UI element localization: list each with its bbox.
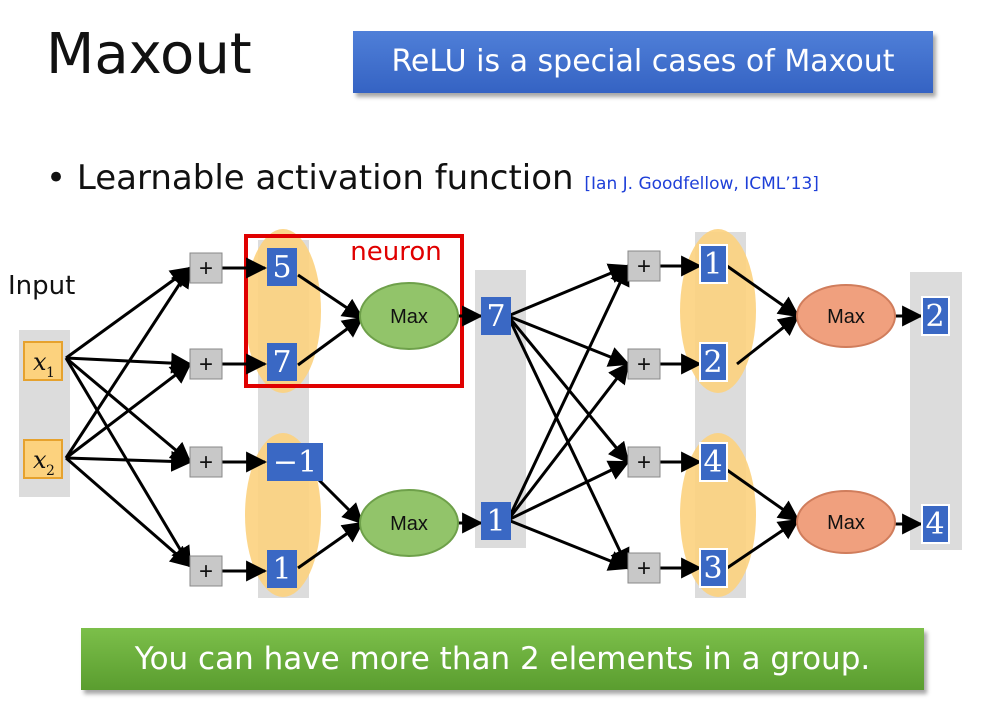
layer1-value-1: 5 xyxy=(267,248,297,286)
svg-text:Max: Max xyxy=(390,513,428,535)
value-to-max-arrows-2 xyxy=(726,264,924,570)
neuron-frame xyxy=(244,234,464,388)
svg-text:7: 7 xyxy=(272,345,291,380)
svg-text:+: + xyxy=(637,555,651,582)
max-node-3: Max xyxy=(796,284,896,348)
layer2-output-2: 4 xyxy=(921,504,950,544)
layer2-value-3: 4 xyxy=(699,442,728,482)
svg-text:+: + xyxy=(637,449,651,476)
svg-text:+: + xyxy=(199,255,213,282)
layer2-value-1: 1 xyxy=(699,244,728,284)
svg-text:Max: Max xyxy=(390,306,428,328)
svg-text:4: 4 xyxy=(925,507,944,542)
max-node-2: Max xyxy=(359,489,459,557)
svg-text:5: 5 xyxy=(272,250,291,285)
svg-text:+: + xyxy=(637,253,651,280)
svg-text:Max: Max xyxy=(827,306,865,328)
svg-text:x: x xyxy=(33,348,47,376)
input-x1: x 1 xyxy=(23,341,63,381)
sum-to-value-arrows-1 xyxy=(222,257,268,582)
bullet-dot: • xyxy=(46,158,77,198)
citation: [Ian J. Goodfellow, ICML’13] xyxy=(584,174,819,194)
layer1-output-2: 1 xyxy=(481,502,511,540)
sum-to-value-arrows-2 xyxy=(660,255,703,579)
svg-text:+: + xyxy=(199,558,213,585)
layer2-value-4: 3 xyxy=(699,548,728,588)
input-label: Input xyxy=(8,271,75,301)
svg-text:Max: Max xyxy=(827,512,865,534)
sum-node-4: + xyxy=(189,555,223,587)
layer2-value-2: 2 xyxy=(699,342,728,382)
bullet-learnable-activation: • Learnable activation function [Ian J. … xyxy=(46,158,819,198)
bullet-text: Learnable activation function xyxy=(76,158,574,198)
relu-callout: ReLU is a special cases of Maxout xyxy=(353,31,933,93)
sum-node-2: + xyxy=(189,348,223,380)
svg-text:+: + xyxy=(199,449,213,476)
svg-text:2: 2 xyxy=(925,299,944,334)
svg-text:+: + xyxy=(637,351,651,378)
svg-text:3: 3 xyxy=(703,551,722,586)
max-node-1: Max xyxy=(359,282,459,350)
sum-node-8: + xyxy=(627,552,661,584)
group-size-callout: You can have more than 2 elements in a g… xyxy=(81,628,924,690)
sum-node-6: + xyxy=(627,348,661,380)
svg-text:1: 1 xyxy=(486,504,505,539)
svg-text:1: 1 xyxy=(703,247,722,282)
sum-node-5: + xyxy=(627,250,661,282)
neuron-label: neuron xyxy=(350,237,441,267)
svg-text:−1: −1 xyxy=(273,445,317,480)
svg-text:x: x xyxy=(33,446,47,474)
sum-node-3: + xyxy=(189,446,223,478)
input-to-sum-arrows xyxy=(64,266,193,568)
svg-text:1: 1 xyxy=(272,552,291,587)
value-to-max-arrows-1 xyxy=(297,273,484,570)
svg-text:1: 1 xyxy=(46,365,55,381)
sum-node-7: + xyxy=(627,446,661,478)
layer1-output-1: 7 xyxy=(481,297,511,335)
svg-text:+: + xyxy=(199,351,213,378)
svg-text:2: 2 xyxy=(46,463,55,479)
max-node-4: Max xyxy=(796,490,896,554)
slide-title: Maxout xyxy=(46,22,252,87)
svg-text:7: 7 xyxy=(486,299,505,334)
layer1-value-3: −1 xyxy=(267,443,323,481)
layer1-to-sum-arrows xyxy=(506,263,630,571)
layer2-output-1: 2 xyxy=(921,296,950,336)
sum-node-1: + xyxy=(189,252,223,284)
input-x2: x 2 xyxy=(23,439,63,479)
svg-text:4: 4 xyxy=(703,445,722,480)
svg-text:2: 2 xyxy=(703,345,722,380)
layer1-value-4: 1 xyxy=(267,550,297,588)
layer1-value-2: 7 xyxy=(267,343,297,381)
